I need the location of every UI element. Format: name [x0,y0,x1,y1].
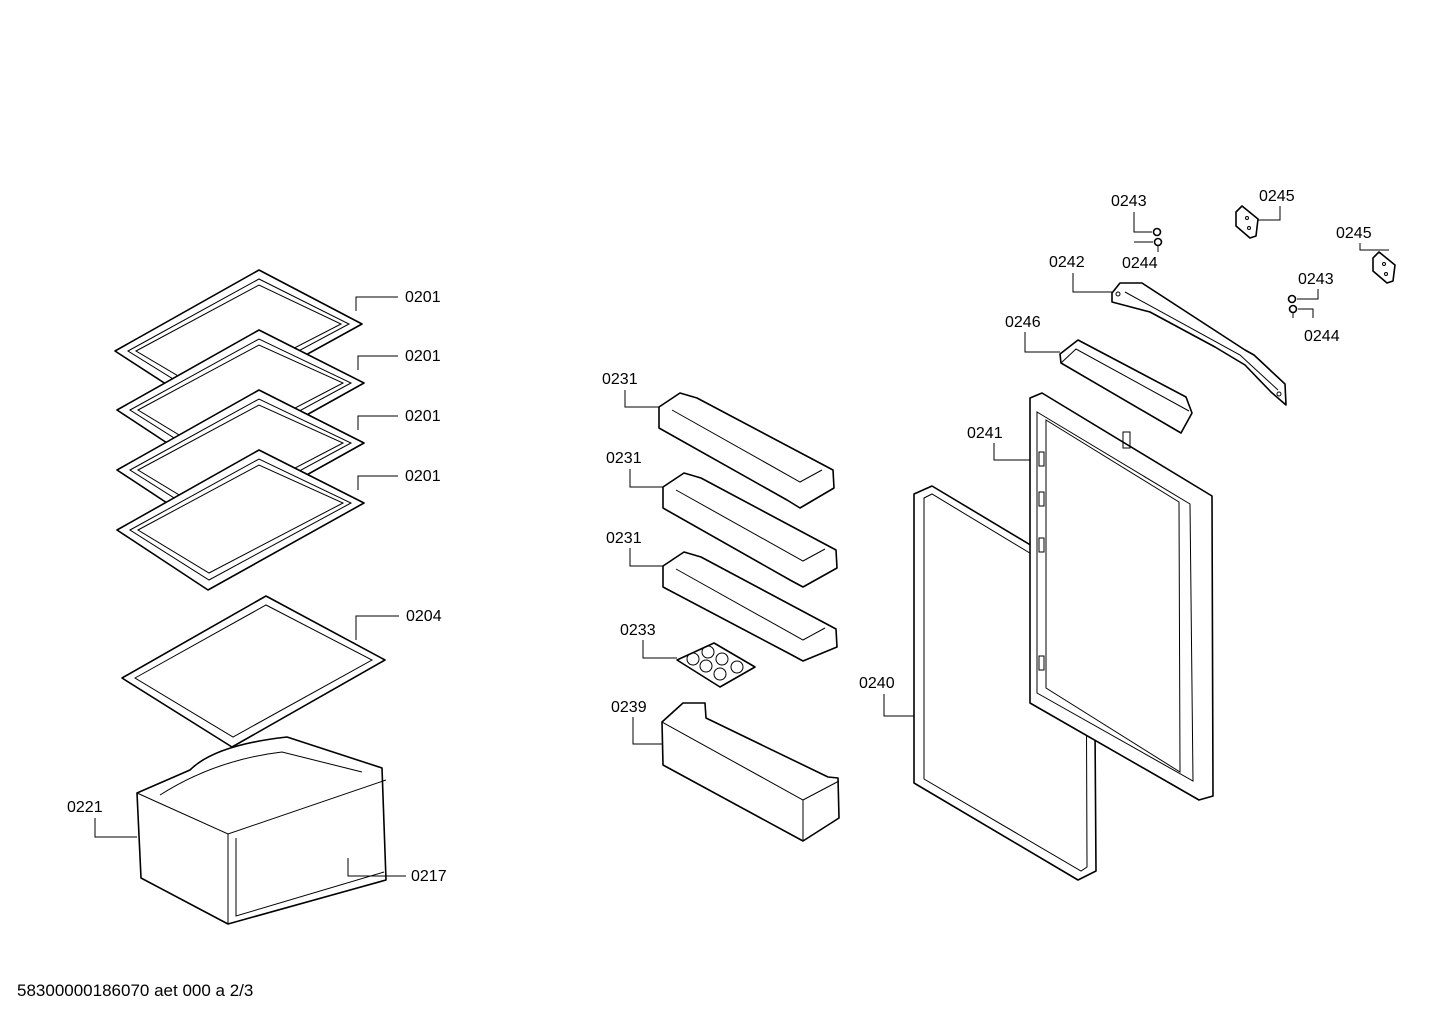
label-hinge-plate-1: 0245 [1259,188,1295,205]
label-shelf-cover: 0204 [406,608,442,625]
label-door-rail: 0242 [1049,254,1085,271]
label-hinge-plate-2: 0245 [1336,225,1372,242]
label-door-shelf-2: 0231 [606,450,642,467]
door-shelf-2 [662,472,838,588]
label-shelf-3: 0201 [405,408,441,425]
nut-1 [1153,237,1163,252]
door-rail [1111,282,1287,406]
screw-2 [1287,294,1297,304]
hinge-plate-1 [1235,205,1259,239]
door-shelf-1 [658,392,835,509]
label-bottle-shelf: 0239 [611,699,647,716]
screw-1 [1152,227,1162,237]
crisper-shelf-cover [121,595,386,748]
door-shelf-3 [662,551,838,662]
label-screw-1: 0243 [1111,193,1147,210]
drawing-reference-footer: 58300000186070 aet 000 a 2/3 [17,981,254,1000]
label-screw-2: 0243 [1298,271,1334,288]
label-door: 0241 [967,425,1003,442]
egg-tray [676,642,756,688]
label-door-cap: 0246 [1005,314,1041,331]
bottle-shelf [661,702,840,842]
label-nut-2: 0244 [1304,328,1340,345]
label-drawer: 0221 [67,799,103,816]
label-door-shelf-3: 0231 [606,530,642,547]
part-labels: 0201 0201 0201 0201 0204 0217 0221 0231 … [67,188,1372,885]
fridge-door [1029,392,1214,801]
leader-lines [94,206,1389,877]
door-cap [1059,339,1193,434]
glass-shelf-4 [116,449,365,591]
label-door-shelf-1: 0231 [602,371,638,388]
label-shelf-2: 0201 [405,348,441,365]
label-egg-tray: 0233 [620,622,656,639]
label-nut-1: 0244 [1122,255,1158,272]
crisper-drawer [136,736,387,925]
label-shelf-1: 0201 [405,289,441,306]
nut-2 [1288,304,1298,318]
hinge-plate-2 [1372,251,1396,284]
label-drawer-cover: 0217 [411,868,447,885]
label-shelf-4: 0201 [405,468,441,485]
label-door-gasket: 0240 [859,675,895,692]
